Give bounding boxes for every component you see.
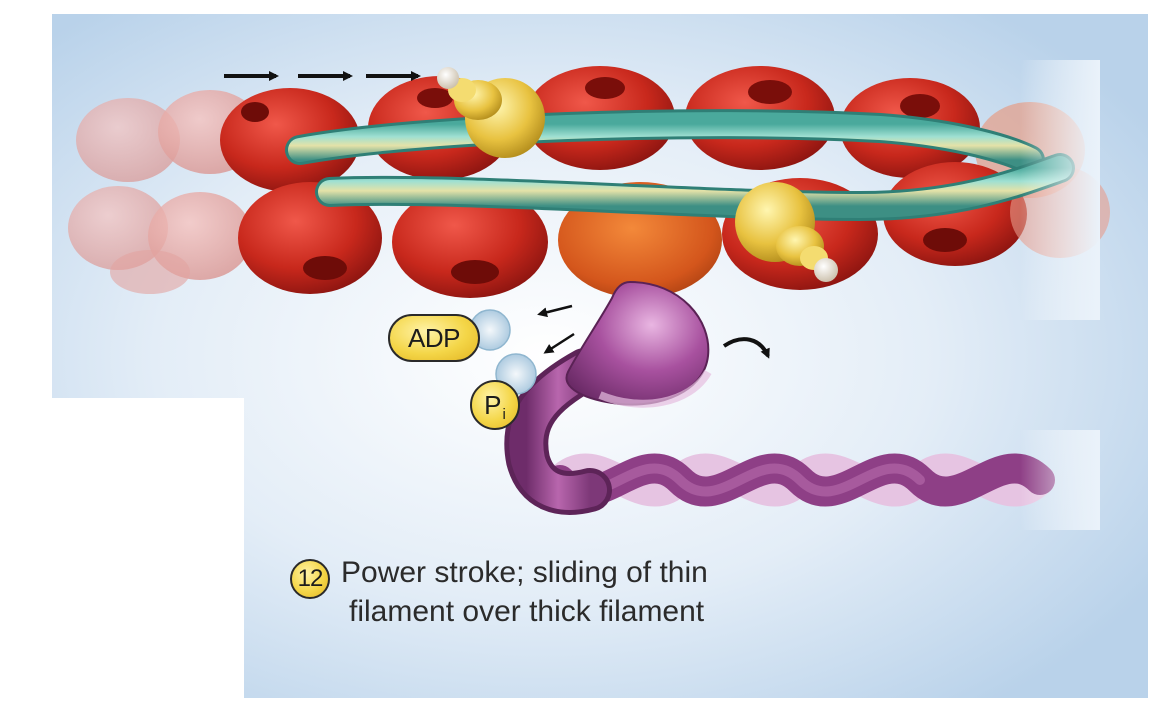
step-number-badge: 12 bbox=[290, 559, 330, 599]
adp-text: ADP bbox=[408, 322, 460, 353]
phosphate-subscript: i bbox=[502, 405, 506, 423]
blank-block bbox=[50, 398, 244, 698]
down-left-arrow-icon bbox=[537, 304, 575, 354]
myosin-tail-coil bbox=[545, 430, 1100, 530]
troponin-complex-top bbox=[437, 67, 545, 158]
caption-line-1: Power stroke; sliding of thin bbox=[341, 556, 708, 589]
right-fade bbox=[900, 60, 1100, 320]
adp-label: ADP bbox=[388, 314, 480, 362]
curved-arrow-icon bbox=[722, 337, 770, 359]
step-number: 12 bbox=[297, 565, 324, 592]
phosphate-letter: P bbox=[484, 389, 502, 420]
myosin-head bbox=[565, 280, 712, 408]
caption-line-2: filament over thick filament bbox=[349, 595, 705, 628]
troponin-complex-bottom bbox=[735, 182, 838, 282]
